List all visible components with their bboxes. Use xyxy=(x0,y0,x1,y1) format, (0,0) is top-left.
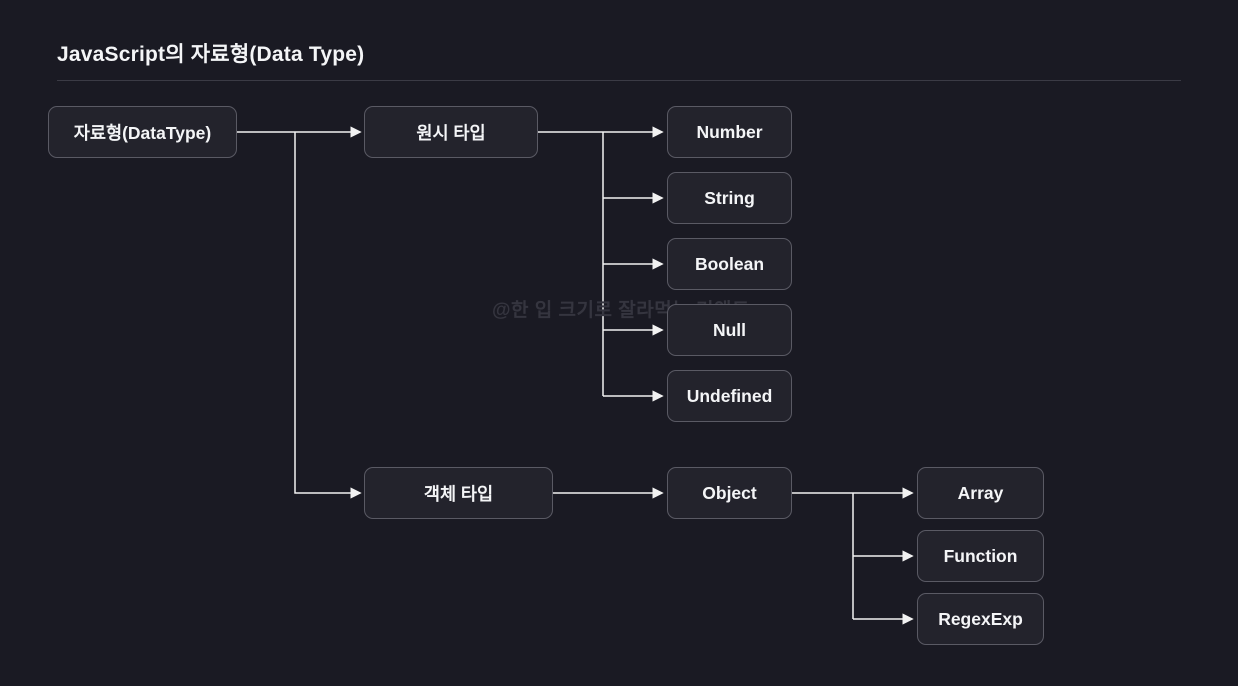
node-object: Object xyxy=(667,467,792,519)
node-string: String xyxy=(667,172,792,224)
node-datatype-root: 자료형(DataType) xyxy=(48,106,237,158)
node-undefined: Undefined xyxy=(667,370,792,422)
node-function: Function xyxy=(917,530,1044,582)
title-divider xyxy=(57,80,1181,81)
page-title: JavaScript의 자료형(Data Type) xyxy=(57,43,365,66)
node-number: Number xyxy=(667,106,792,158)
node-regexexp: RegexExp xyxy=(917,593,1044,645)
node-null: Null xyxy=(667,304,792,356)
node-object-type: 객체 타입 xyxy=(364,467,553,519)
edge-root-objtype xyxy=(294,132,362,499)
node-array: Array xyxy=(917,467,1044,519)
node-boolean: Boolean xyxy=(667,238,792,290)
node-primitive-type: 원시 타입 xyxy=(364,106,538,158)
